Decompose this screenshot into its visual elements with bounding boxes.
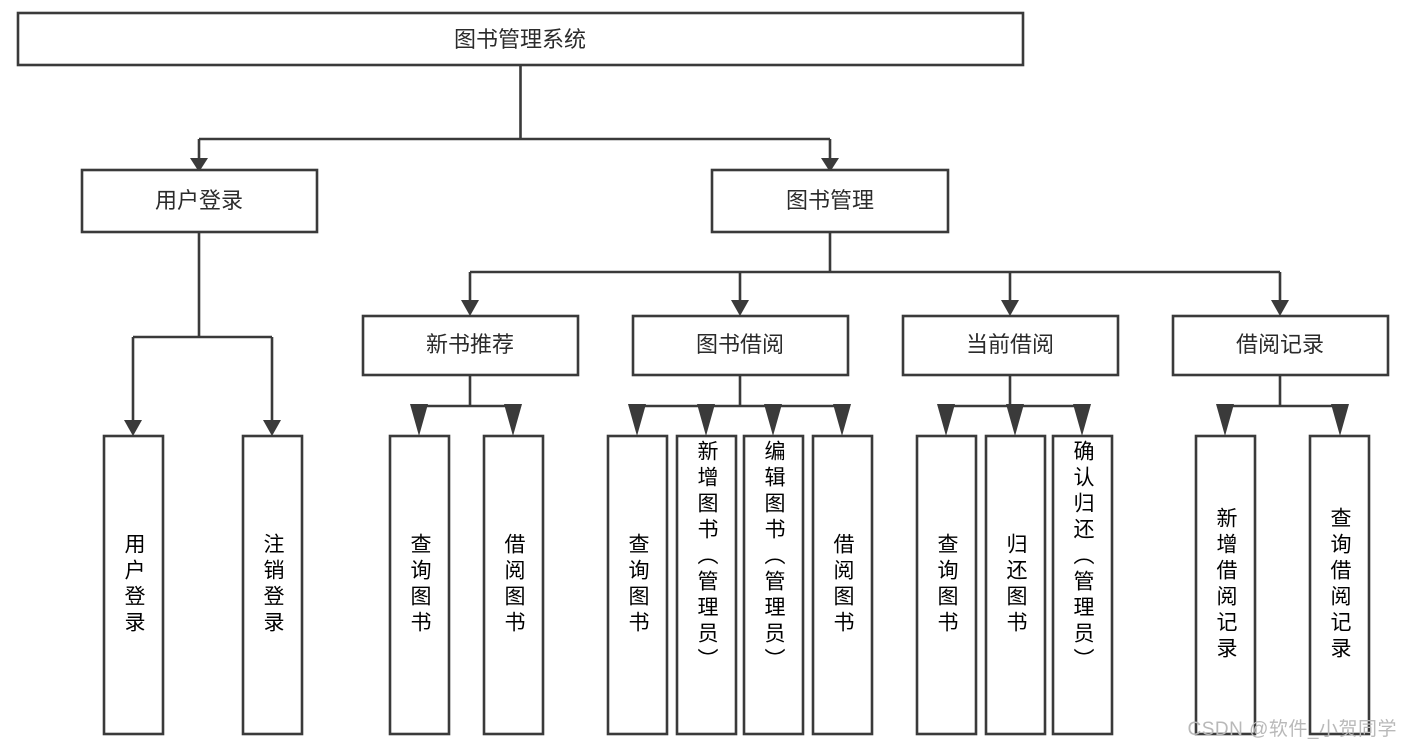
edge-root-to-level1: [197, 65, 832, 160]
node-leaf-add-record[interactable]: [1194, 434, 1257, 736]
arrowhead-current-borrow: [1001, 300, 1019, 316]
node-current-borrow-label: 当前借阅: [966, 332, 1054, 357]
node-leaf-confirm-return[interactable]: [1051, 434, 1114, 736]
arrowhead-user-login: [190, 158, 208, 172]
arrowhead-leaf-query-book-2: [628, 404, 646, 436]
node-leaf-query-book-1[interactable]: [388, 434, 451, 736]
node-book-borrow[interactable]: [631, 314, 850, 377]
node-book-manage[interactable]: [710, 168, 950, 234]
arrowhead-leaf-query-book-1: [410, 404, 428, 436]
node-leaf-return-book[interactable]: [984, 434, 1047, 736]
arrowhead-leaf-borrow-book-1: [504, 404, 522, 436]
node-leaf-borrow-book-2[interactable]: [811, 434, 874, 736]
node-borrow-record-label: 借阅记录: [1236, 332, 1324, 357]
csdn-watermark: CSDN @软件_小贺同学: [1187, 719, 1397, 740]
node-new-book-rec[interactable]: [361, 314, 580, 377]
arrowhead-book-borrow: [731, 300, 749, 316]
connector-layer: [124, 65, 1349, 436]
node-user-login-label: 用户登录: [155, 188, 243, 213]
arrowhead-leaf-edit-book: [764, 404, 782, 436]
arrowhead-leaf-add-record: [1216, 404, 1234, 436]
node-leaf-query-book-3[interactable]: [915, 434, 978, 736]
arrowhead-leaf-add-book: [697, 404, 715, 436]
node-user-login[interactable]: [80, 168, 319, 234]
edge-borrowrecord-to-leaves: [1223, 375, 1342, 423]
arrowhead-leaf-confirm-return: [1073, 404, 1091, 436]
node-book-manage-label: 图书管理: [786, 188, 874, 213]
node-root-label: 图书管理系统: [454, 27, 586, 52]
node-new-book-rec-label: 新书推荐: [426, 332, 514, 357]
node-leaf-user-login[interactable]: [102, 434, 165, 736]
node-leaf-logout[interactable]: [241, 434, 304, 736]
node-leaf-edit-book[interactable]: [742, 434, 805, 736]
node-layer: [16, 11, 1390, 736]
node-leaf-add-book[interactable]: [675, 434, 738, 736]
arrowhead-leaf-return-book: [1006, 404, 1024, 436]
arrowhead-new-book-rec: [461, 300, 479, 316]
arrowhead-leaf-logout: [263, 420, 281, 436]
edge-bookborrow-to-leaves: [635, 375, 844, 423]
arrowhead-leaf-query-book-3: [937, 404, 955, 436]
arrowhead-leaf-borrow-book-2: [833, 404, 851, 436]
node-leaf-query-book-2[interactable]: [606, 434, 669, 736]
arrowhead-borrow-record: [1271, 300, 1289, 316]
label-layer-horizontal: 图书管理系统 用户登录 图书管理 新书推荐 图书借阅 当前借阅 借阅记录: [155, 27, 1324, 357]
node-borrow-record[interactable]: [1171, 314, 1390, 377]
node-book-borrow-label: 图书借阅: [696, 332, 784, 357]
arrowhead-leaf-user-login: [124, 420, 142, 436]
arrowhead-leaf-query-record: [1331, 404, 1349, 436]
node-root[interactable]: [16, 11, 1025, 67]
node-current-borrow[interactable]: [901, 314, 1120, 377]
edge-newbookrec-to-leaves: [417, 375, 515, 423]
arrowhead-book-manage: [821, 158, 839, 172]
edge-bookmanage-to-level2: [468, 232, 1282, 303]
node-leaf-query-record[interactable]: [1308, 434, 1371, 736]
edge-userlogin-to-leaves: [131, 232, 274, 423]
node-leaf-borrow-book-1[interactable]: [482, 434, 545, 736]
